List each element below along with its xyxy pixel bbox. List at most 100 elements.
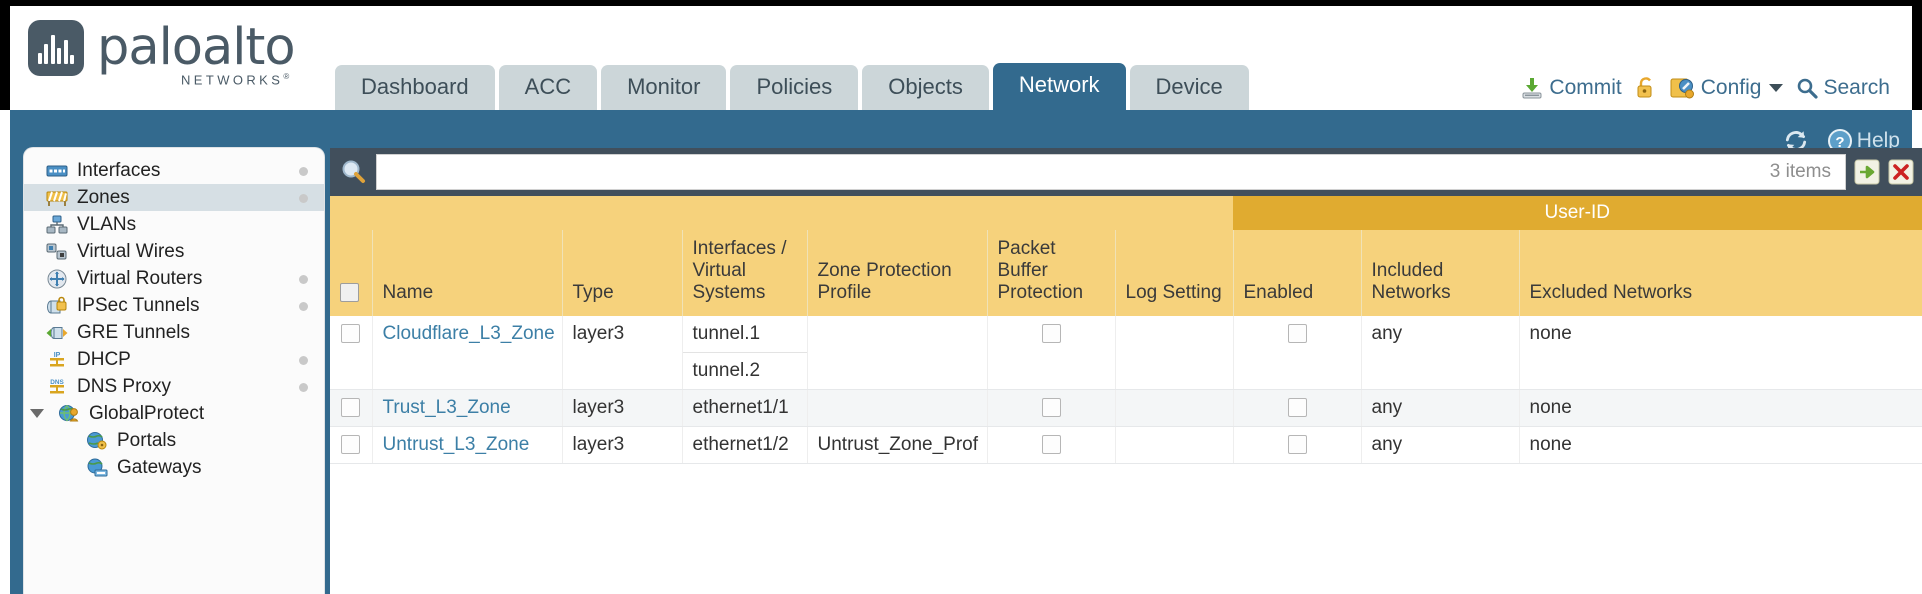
zones-panel: 3 items	[330, 148, 1922, 594]
packet-buffer-protection-checkbox[interactable]	[1041, 324, 1061, 344]
col-name[interactable]: Name	[372, 230, 563, 316]
tab-dashboard[interactable]: Dashboard	[335, 65, 495, 110]
help-label: Help	[1856, 129, 1900, 152]
zones-table-wrapper: User-ID Name Type Interfaces / Virtual S…	[330, 196, 1922, 594]
cell-type: layer3	[562, 316, 683, 390]
cell-zone-protection-profile: Untrust_Zone_Prof	[807, 426, 988, 464]
sidebar-item-globalprotect[interactable]: GlobalProtect	[24, 400, 324, 427]
cell-interfaces: ethernet1/1	[682, 389, 808, 427]
cell-interfaces: ethernet1/2	[682, 426, 808, 464]
status-dot	[299, 356, 308, 365]
cell-log-setting	[1115, 426, 1234, 464]
col-zone-protection-profile[interactable]: Zone Protection Profile	[807, 230, 988, 316]
row-checkbox[interactable]	[341, 324, 361, 344]
svg-text:DNS: DNS	[50, 379, 64, 386]
sidebar-item-virtual-wires[interactable]: Virtual Wires	[24, 238, 324, 265]
packet-buffer-protection-checkbox[interactable]	[1041, 435, 1061, 455]
row-checkbox[interactable]	[341, 435, 361, 455]
sidebar-item-gre-tunnels[interactable]: GRE Tunnels	[24, 319, 324, 346]
sidebar-item-virtual-routers[interactable]: Virtual Routers	[24, 265, 324, 292]
sidebar-item-dns-proxy[interactable]: DNS DNS Proxy	[24, 373, 324, 400]
col-interfaces[interactable]: Interfaces / Virtual Systems	[682, 230, 808, 316]
sidebar-item-interfaces[interactable]: Interfaces	[24, 157, 324, 184]
row-select-cell	[330, 426, 373, 464]
status-dot	[299, 167, 308, 176]
ipsec-tunnels-icon	[46, 296, 68, 316]
unlock-icon	[1637, 77, 1652, 98]
cell-excluded-networks: none	[1519, 426, 1922, 464]
table-row[interactable]: Untrust_L3_Zone layer3 ethernet1/2 Untru…	[330, 426, 1922, 464]
tab-device[interactable]: Device	[1129, 65, 1249, 110]
userid-enabled-checkbox[interactable]	[1287, 324, 1307, 344]
globalprotect-icon	[58, 404, 80, 424]
config-menu[interactable]: Config	[1670, 76, 1784, 100]
sidebar-item-gateways[interactable]: Gateways	[24, 454, 324, 481]
commit-button[interactable]: Commit	[1520, 76, 1622, 100]
portals-icon	[86, 431, 108, 451]
table-header-row: Name Type Interfaces / Virtual Systems Z…	[330, 230, 1922, 316]
brand-text: paloalto NETWORKS®	[97, 22, 296, 88]
sidebar-item-dhcp[interactable]: IP DHCP	[24, 346, 324, 373]
col-included-networks[interactable]: Included Networks	[1361, 230, 1520, 316]
tab-monitor[interactable]: Monitor	[601, 65, 727, 110]
zones-table: User-ID Name Type Interfaces / Virtual S…	[330, 196, 1922, 464]
brand-logo: paloalto NETWORKS®	[28, 20, 296, 88]
search-icon	[1798, 78, 1819, 99]
apply-filter-icon[interactable]	[1854, 159, 1880, 185]
col-packet-buffer-protection[interactable]: Packet Buffer Protection	[987, 230, 1116, 316]
packet-buffer-protection-checkbox[interactable]	[1041, 398, 1061, 418]
sidebar-item-ipsec-tunnels[interactable]: IPSec Tunnels	[24, 292, 324, 319]
col-type[interactable]: Type	[562, 230, 683, 316]
row-select-cell	[330, 316, 373, 390]
sidebar-item-zones[interactable]: Zones	[24, 184, 324, 211]
search-field-wrapper[interactable]: 3 items	[376, 154, 1846, 190]
cell-included-networks: any	[1361, 389, 1520, 427]
search-button[interactable]: Search	[1796, 76, 1890, 100]
cell-type: layer3	[562, 389, 683, 427]
lock-button[interactable]	[1635, 76, 1657, 100]
brand-subtitle: NETWORKS®	[181, 72, 293, 88]
cell-userid-enabled	[1233, 316, 1362, 390]
col-excluded-networks[interactable]: Excluded Networks	[1519, 230, 1922, 316]
status-dot	[299, 194, 308, 203]
interfaces-icon	[46, 161, 68, 181]
tab-acc[interactable]: ACC	[498, 65, 598, 110]
help-button[interactable]: ? Help	[1827, 128, 1900, 154]
commit-label: Commit	[1549, 76, 1622, 99]
userid-enabled-checkbox[interactable]	[1287, 398, 1307, 418]
zone-link[interactable]: Untrust_L3_Zone	[382, 434, 530, 455]
zone-link[interactable]: Trust_L3_Zone	[382, 397, 511, 418]
clear-filter-icon[interactable]	[1888, 159, 1914, 185]
chevron-down-icon	[1769, 84, 1784, 92]
userid-enabled-checkbox[interactable]	[1287, 435, 1307, 455]
select-all-checkbox[interactable]	[340, 283, 359, 303]
table-row[interactable]: Cloudflare_L3_Zone layer3 tunnel.1 tunne…	[330, 316, 1922, 390]
col-log-setting[interactable]: Log Setting	[1115, 230, 1234, 316]
filter-search-icon[interactable]	[340, 158, 368, 186]
main-tab-bar: Dashboard ACC Monitor Policies Objects N…	[335, 63, 1249, 110]
tab-objects[interactable]: Objects	[862, 65, 989, 110]
row-checkbox[interactable]	[341, 398, 361, 418]
group-header-spacer	[330, 196, 1233, 230]
search-input[interactable]	[387, 157, 1770, 187]
expand-triangle-icon[interactable]	[30, 409, 44, 418]
tab-network[interactable]: Network	[992, 63, 1126, 110]
cell-log-setting	[1115, 389, 1234, 427]
cell-log-setting	[1115, 316, 1234, 390]
cell-interfaces: tunnel.1 tunnel.2	[682, 316, 808, 390]
table-row[interactable]: Trust_L3_Zone layer3 ethernet1/1	[330, 389, 1922, 427]
zones-icon	[46, 188, 68, 208]
status-dot	[299, 275, 308, 284]
virtual-wires-icon	[46, 242, 68, 262]
paloalto-logo-icon	[28, 20, 84, 76]
cell-packet-buffer-protection	[987, 426, 1116, 464]
sidebar-item-vlans[interactable]: VLANs	[24, 211, 324, 238]
sidebar-item-portals[interactable]: Portals	[24, 427, 324, 454]
dns-proxy-icon: DNS	[46, 377, 68, 397]
col-userid-enabled[interactable]: Enabled	[1233, 230, 1362, 316]
zone-link[interactable]: Cloudflare_L3_Zone	[382, 323, 555, 344]
cell-userid-enabled	[1233, 426, 1362, 464]
status-dot	[299, 302, 308, 311]
tab-policies[interactable]: Policies	[730, 65, 859, 110]
gateways-icon	[86, 458, 108, 478]
